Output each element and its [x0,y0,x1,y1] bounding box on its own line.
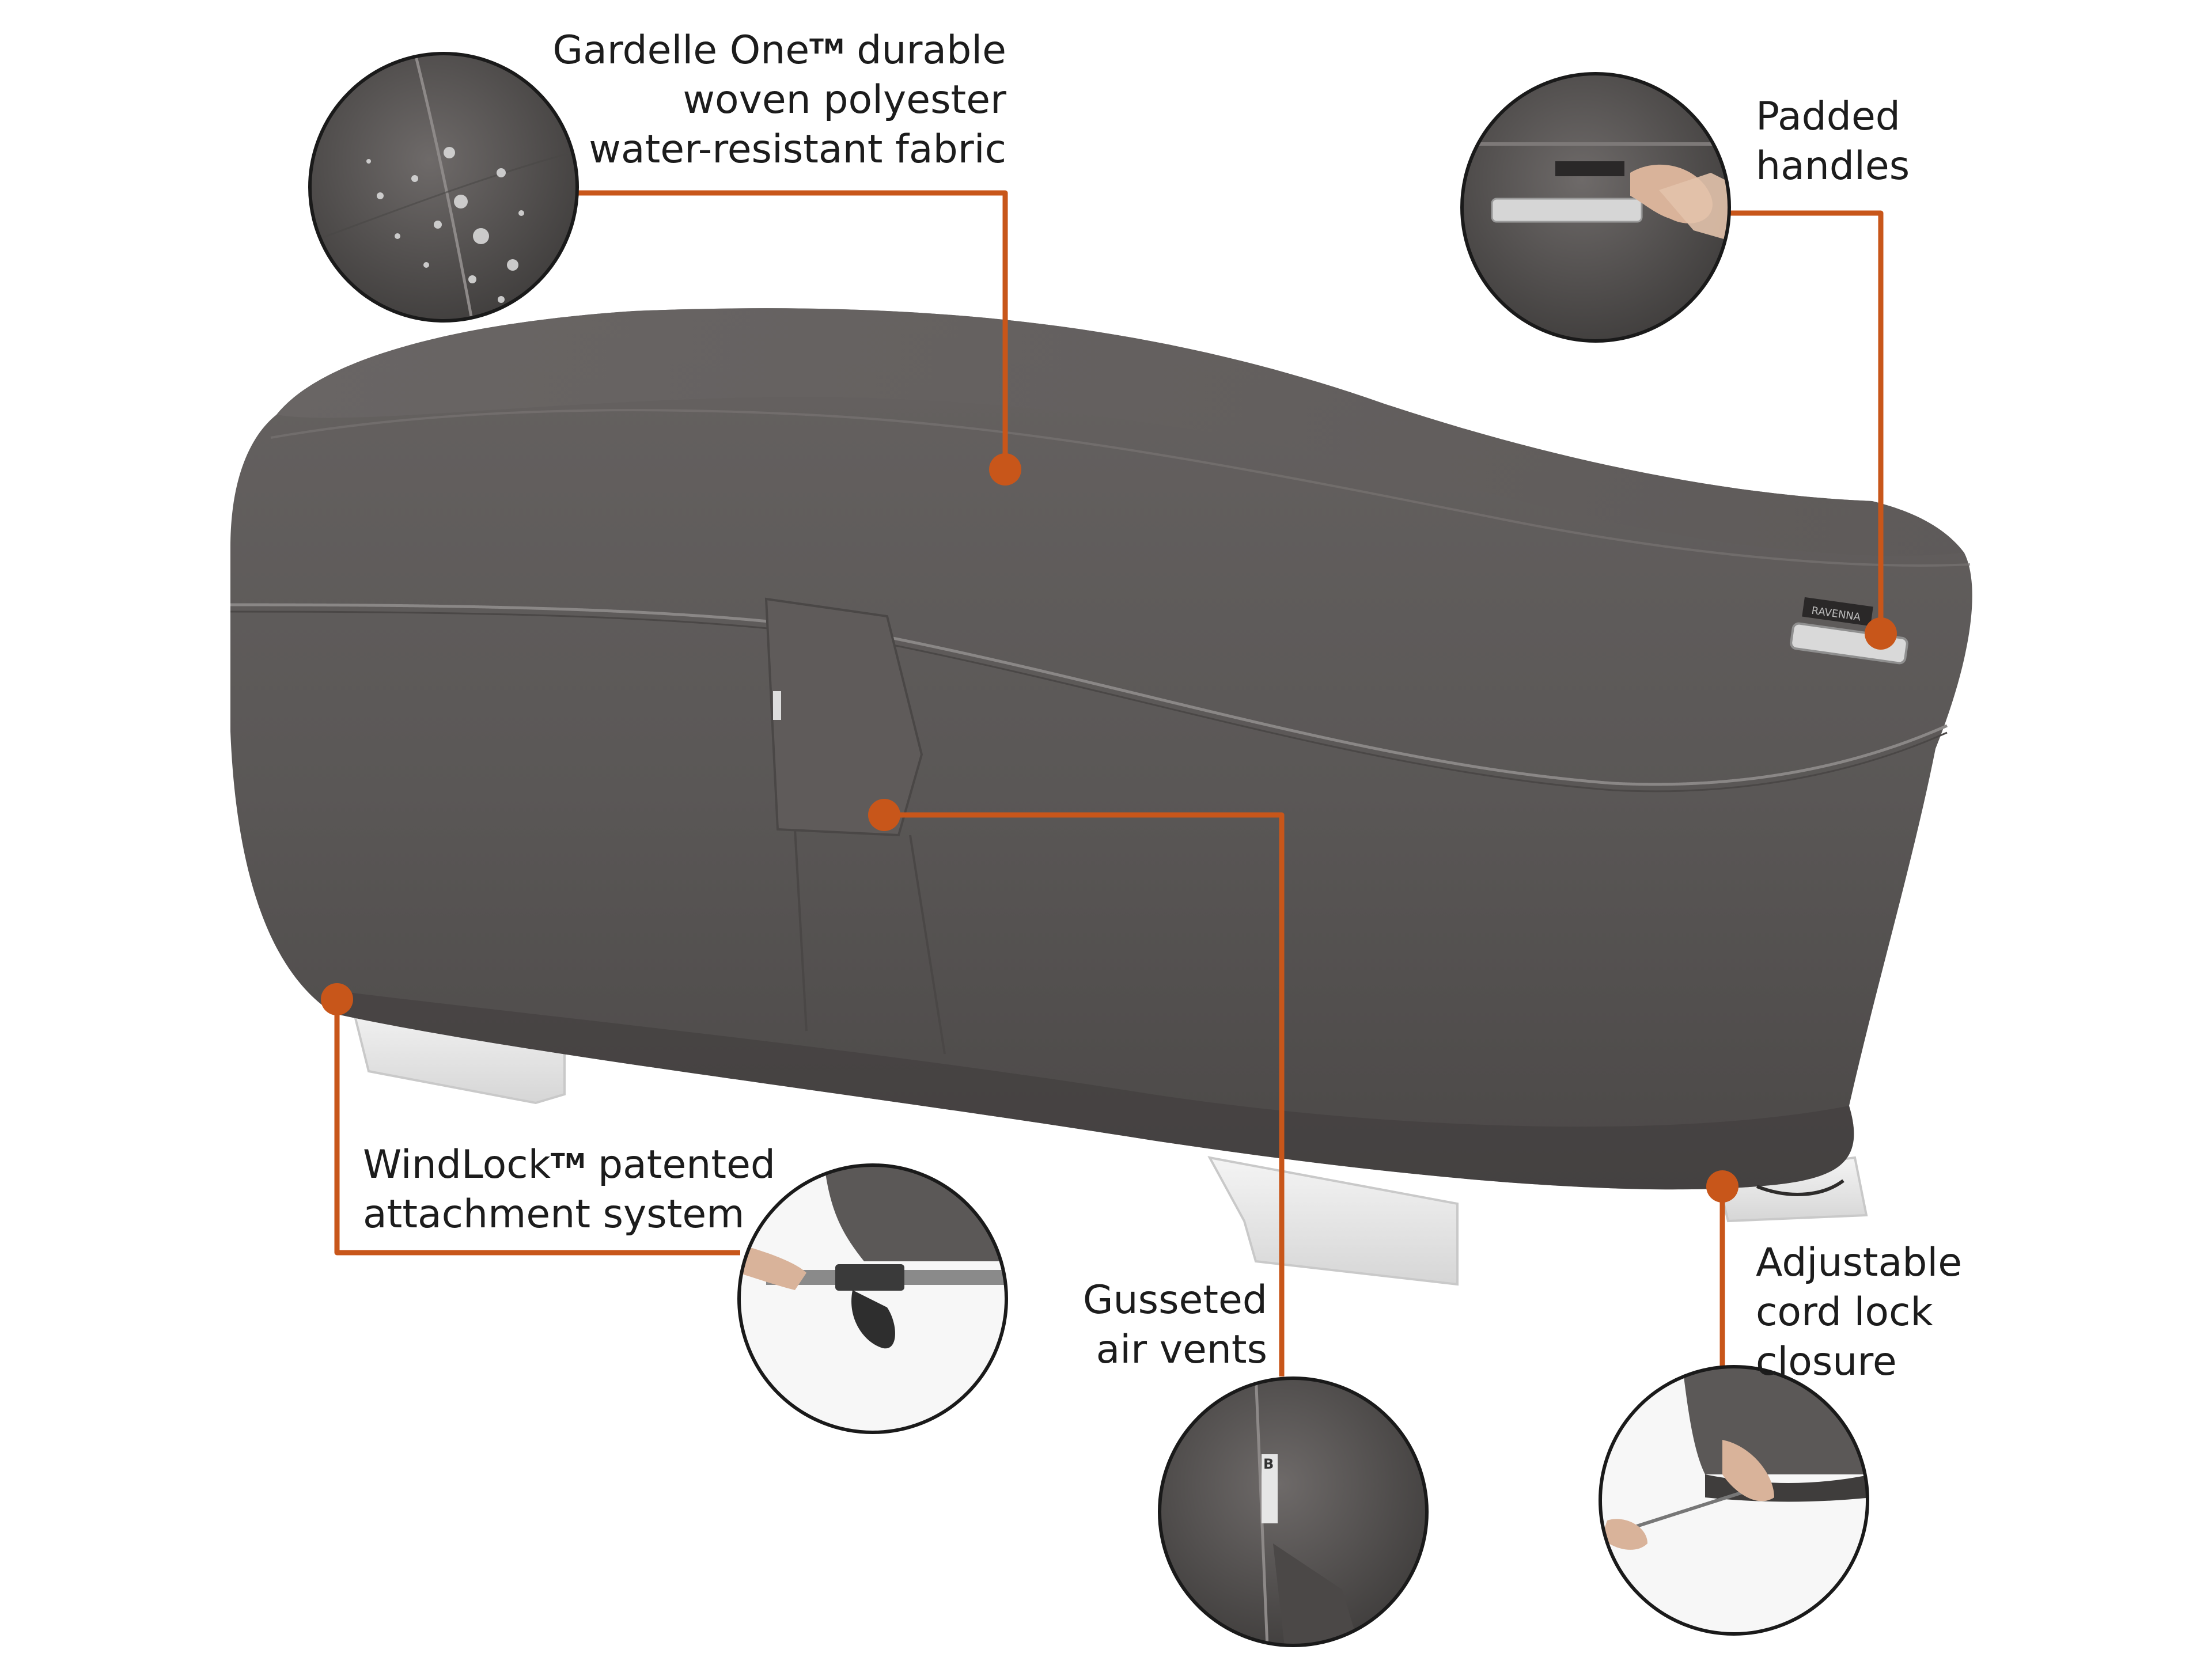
dot-windlock [321,983,353,1015]
callout-dots [321,453,1897,1203]
padded-handle-icon [1460,72,1731,343]
leader-handles [1722,210,1884,634]
dot-cordlock [1706,1170,1738,1203]
dot-fabric [989,453,1021,486]
cover-stitching [230,603,1948,786]
leader-windlock [334,999,740,1256]
callout-windlock-label: WindLockTM patented attachment system [363,1142,776,1237]
dot-handles [1865,617,1897,650]
leader-lines [334,190,1884,1376]
leader-fabric [576,190,1008,469]
air-vent-flap [764,597,923,837]
buckle-strap-icon [737,1163,1008,1434]
callout-fabric-label: Gardelle OneTM durable woven polyester w… [552,28,1006,172]
callout-vents-label: Gusseted air vents [1082,1277,1267,1372]
vent-tag [773,691,781,720]
callout-cordlock-label: Adjustable cord lock closure [1756,1240,1963,1385]
handle: RAVENNA [1790,597,1908,665]
leader-vents [884,812,1285,1376]
cord-lock-icon [1599,1365,1869,1636]
chaise-cover: RAVENNA [230,308,1972,1196]
cover-body [230,308,1972,1190]
air-vent-icon: B [1158,1376,1429,1647]
water-droplets-icon [308,52,579,323]
dot-vents [868,799,900,831]
vent-tag-letter: B [1263,1456,1274,1472]
callout-handles-label: Padded handles [1756,94,1910,189]
